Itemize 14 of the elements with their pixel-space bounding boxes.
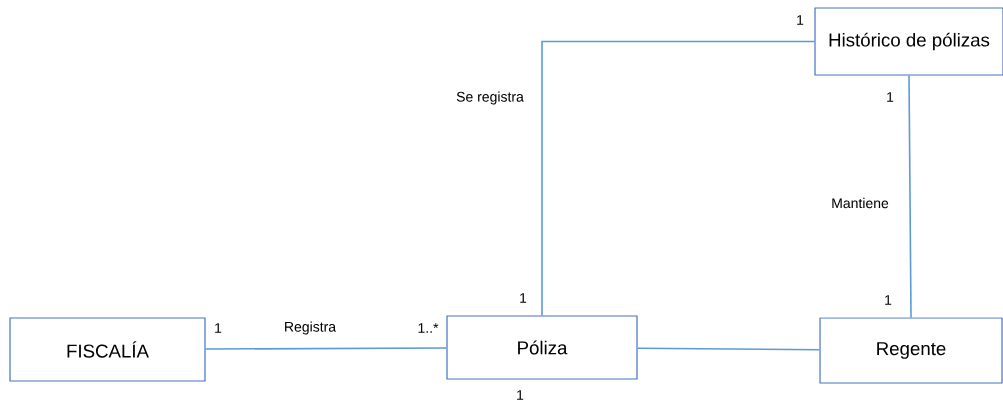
association-line [908, 74, 912, 319]
edge-label: Mantiene [829, 196, 891, 210]
class-box: Regente [819, 317, 1003, 384]
association-line [204, 347, 448, 350]
edge-label: Se registra [454, 90, 526, 106]
association-line [541, 40, 816, 317]
multiplicity-label: 1 [520, 293, 527, 303]
class-box: FISCALÍA [9, 317, 206, 382]
multiplicity-label: 1 [887, 92, 894, 102]
class-box: Histórico de pólizas [814, 7, 1003, 76]
multiplicity-label: 1 [885, 295, 892, 305]
class-box: Póliza [446, 315, 638, 380]
association-line [636, 347, 821, 351]
edge-label: Registra [282, 320, 338, 336]
